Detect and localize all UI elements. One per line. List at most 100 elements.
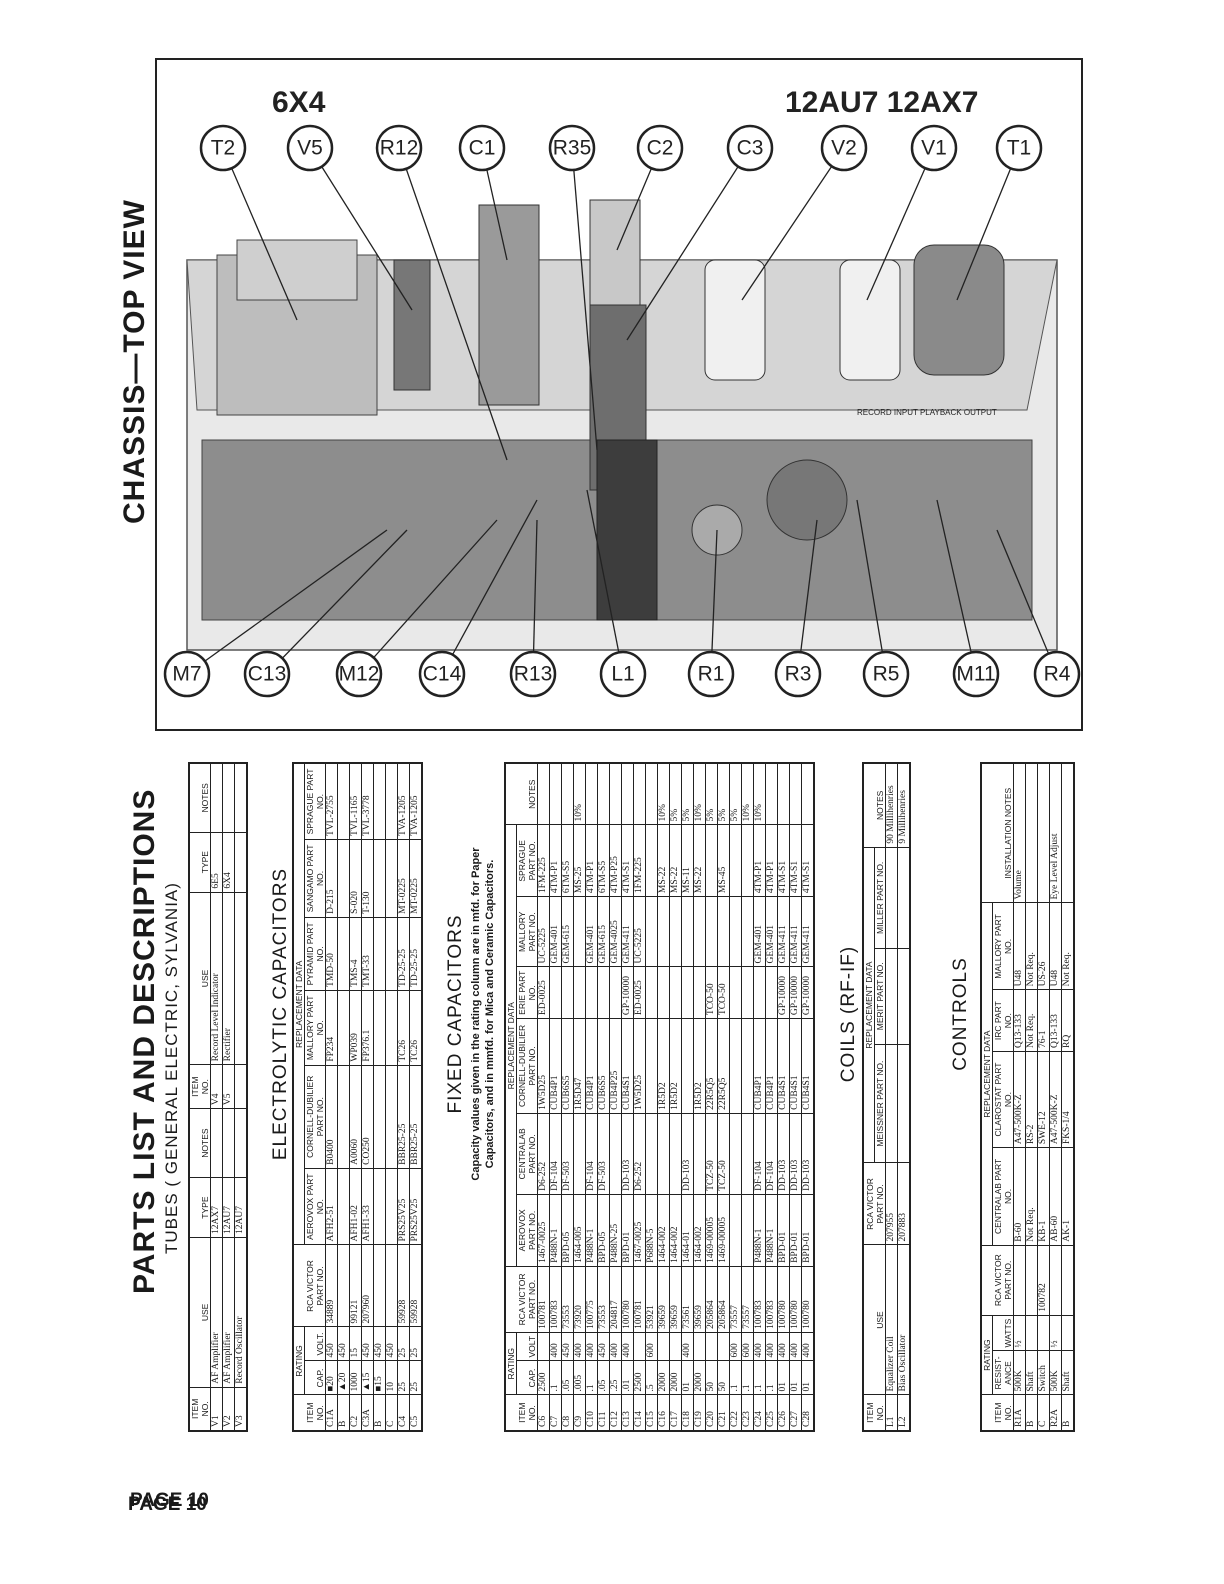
fixed-cell: C10 bbox=[585, 1395, 598, 1431]
switch-assembly bbox=[766, 459, 848, 541]
fixed-cell: 10% bbox=[573, 763, 586, 825]
fixed-cell: BPD-01 bbox=[777, 1194, 790, 1267]
fixed-cell: 450 bbox=[597, 1332, 610, 1361]
fixed-cell: DF-104 bbox=[765, 1113, 778, 1195]
fixed-th-sprague: SPRAGUE PART No. bbox=[516, 825, 538, 897]
elec-th-volt: VOLT. bbox=[304, 1327, 326, 1361]
fixed-cell: GP-10000 bbox=[621, 966, 634, 1019]
ctrl-th-resistance: RESIST-ANCE bbox=[992, 1351, 1014, 1395]
fixed-cell: 01 bbox=[801, 1361, 814, 1395]
fixed-cell bbox=[657, 896, 670, 967]
controls-cell: B-60 bbox=[1013, 1147, 1026, 1246]
fixed-cell bbox=[585, 763, 598, 825]
fixed-cell: TCZ-50 bbox=[717, 1113, 730, 1195]
fixed-cell bbox=[705, 896, 718, 967]
controls-cell: KB-1 bbox=[1037, 1147, 1050, 1246]
fixed-cell: 73553 bbox=[597, 1266, 610, 1333]
controls-cell: Volume bbox=[1013, 763, 1026, 903]
fixed-cell bbox=[681, 896, 694, 967]
callout-label: C3 bbox=[737, 137, 764, 160]
fixed-cell: 100780 bbox=[801, 1266, 814, 1333]
electrolytic-cell: FP376.1 bbox=[361, 990, 374, 1066]
fixed-cell: P488N-25 bbox=[609, 1194, 622, 1267]
controls-cell: U48 bbox=[1049, 903, 1062, 990]
fixed-cell: 73557 bbox=[741, 1266, 754, 1333]
tubes-cell: V2 bbox=[222, 1387, 235, 1431]
callout-l1 bbox=[599, 650, 647, 698]
fixed-cell: 600 bbox=[729, 1332, 742, 1361]
fixed-cell: .01 bbox=[621, 1361, 634, 1395]
fixed-cell: 2500 bbox=[537, 1361, 550, 1395]
electrolytic-cell: 207960 bbox=[361, 1245, 374, 1327]
callout-line bbox=[358, 519, 498, 675]
ctrl-th-replacement: REPLACEMENT DATA bbox=[981, 903, 993, 1246]
electrolytic-cell: TC26 bbox=[397, 990, 410, 1066]
coils-cell: 9 Millihenries bbox=[897, 763, 910, 848]
tubes-th-item2: ITEM No. bbox=[189, 1064, 211, 1109]
callout-line bbox=[710, 529, 718, 675]
fixed-cell bbox=[645, 966, 658, 1019]
electrolytic-cell bbox=[337, 917, 350, 991]
fixed-cell: P688N-5 bbox=[645, 1194, 658, 1267]
electrolytic-cell bbox=[373, 990, 386, 1066]
fixed-cell: 4TM-P1 bbox=[753, 825, 766, 897]
fixed-cell: 10% bbox=[693, 763, 706, 825]
fixed-cell: 100775 bbox=[585, 1266, 598, 1333]
callout-c3 bbox=[726, 124, 774, 172]
fixed-cell: GEM-615 bbox=[597, 896, 610, 967]
electrolytic-cell: TMS-4 bbox=[349, 917, 362, 991]
tubes-cell bbox=[234, 892, 247, 1065]
fixed-cell: 5% bbox=[717, 763, 730, 825]
callout-r5 bbox=[862, 650, 910, 698]
fixed-cell: DD-103 bbox=[621, 1113, 634, 1195]
fixed-cell: GP-10000 bbox=[801, 966, 814, 1019]
fixed-cell: 1467-0025 bbox=[537, 1194, 550, 1267]
electrolytic-cell: MT-0225 bbox=[409, 839, 422, 918]
ctrl-th-rating: RATING bbox=[981, 1315, 993, 1395]
label-6x4: 6X4 bbox=[272, 86, 326, 119]
elec-th-sangamo: SANGAMO PART No. bbox=[304, 839, 326, 918]
fixed-cell: 400 bbox=[585, 1332, 598, 1361]
electrolytic-cell bbox=[373, 1245, 386, 1327]
fixed-cell bbox=[621, 763, 634, 825]
fixed-cell: P488N-1 bbox=[549, 1194, 562, 1267]
electrolytic-cell: 450 bbox=[325, 1327, 338, 1361]
fixed-cell: MS-22 bbox=[693, 825, 706, 897]
tubes-cell: 6X4 bbox=[222, 832, 235, 893]
electrolytic-cell: FP234 bbox=[325, 990, 338, 1066]
fixed-cell: GEM-401 bbox=[765, 896, 778, 967]
fixed-cell: CUB4P25 bbox=[609, 1018, 622, 1114]
coils-cell bbox=[885, 948, 898, 1045]
tubes-th-notes: NOTES bbox=[189, 1108, 211, 1178]
fixed-cell: C16 bbox=[657, 1395, 670, 1431]
callout-label: C13 bbox=[248, 663, 287, 686]
coils-th-use: USE bbox=[863, 1245, 886, 1395]
electrolytic-cell: TVL-3778 bbox=[361, 763, 374, 840]
fixed-cell bbox=[693, 896, 706, 967]
fixed-cell bbox=[597, 966, 610, 1019]
callout-label: R4 bbox=[1044, 663, 1071, 686]
fixed-cell bbox=[609, 763, 622, 825]
controls-cell: A47-500K-Z bbox=[1013, 1051, 1026, 1148]
controls-cell: Not Req. bbox=[1025, 989, 1038, 1052]
fixed-cell: 2000 bbox=[669, 1361, 682, 1395]
controls-cell: Shaft bbox=[1025, 1351, 1038, 1395]
elec-th-rating: RATING bbox=[293, 1327, 305, 1395]
fixed-cell: 01 bbox=[789, 1361, 802, 1395]
fixed-cell: 400 bbox=[609, 1332, 622, 1361]
controls-cell: Shaft bbox=[1061, 1351, 1074, 1395]
fixed-cell bbox=[693, 1332, 706, 1361]
coils-cell bbox=[885, 847, 898, 949]
electrolytic-cell bbox=[385, 1245, 398, 1327]
fixed-cell bbox=[585, 966, 598, 1019]
fixed-cell: 400 bbox=[777, 1332, 790, 1361]
fixed-cell: C11 bbox=[597, 1395, 610, 1431]
fixed-cell bbox=[741, 1194, 754, 1267]
